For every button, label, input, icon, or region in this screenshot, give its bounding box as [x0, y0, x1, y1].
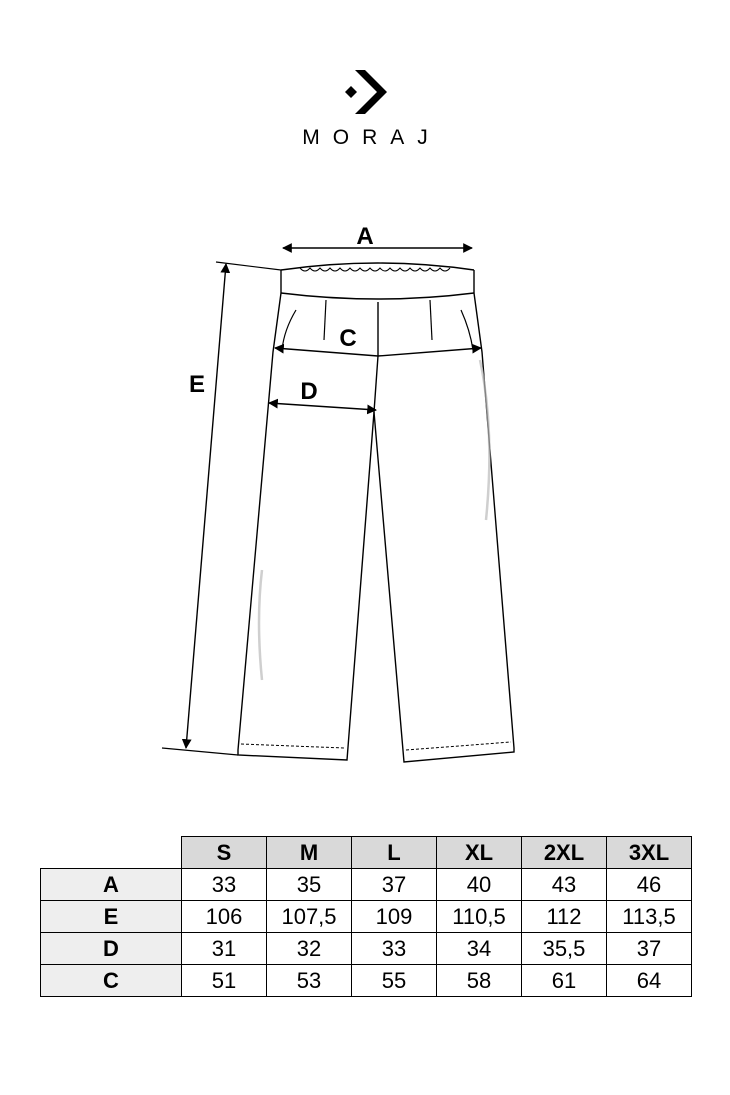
table-cell: 46 [606, 868, 692, 901]
table-cell: 33 [181, 868, 267, 901]
fabric-shading [257, 359, 491, 681]
table-cell: 64 [606, 964, 692, 997]
table-cell: 113,5 [606, 900, 692, 933]
row-label: D [40, 932, 182, 965]
table-cell: 51 [181, 964, 267, 997]
size-col-m: M [266, 836, 352, 869]
row-label: C [40, 964, 182, 997]
size-col-3xl: 3XL [606, 836, 692, 869]
table-cell: 35,5 [521, 932, 607, 965]
measure-a-label: A [356, 223, 373, 250]
row-label: E [40, 900, 182, 933]
table-cell: 37 [606, 932, 692, 965]
table-cell: 107,5 [266, 900, 352, 933]
brand-logo: MORAJ [0, 70, 730, 150]
table-cell: 43 [521, 868, 607, 901]
table-row: C 51 53 55 58 61 64 [40, 964, 692, 997]
trouser-outline [237, 292, 515, 763]
waistband [280, 262, 475, 300]
measure-e-arrow [161, 261, 282, 756]
table-cell: 112 [521, 900, 607, 933]
moraj-logo-icon [345, 70, 387, 114]
measure-c-label: C [339, 325, 356, 352]
row-label: A [40, 868, 182, 901]
measure-d-arrow [268, 398, 377, 415]
trousers-diagram: A C D E [161, 223, 515, 763]
measure-e-label: E [189, 371, 205, 398]
size-col-l: L [351, 836, 437, 869]
table-cell: 33 [351, 932, 437, 965]
table-row: E 106 107,5 109 110,5 112 113,5 [40, 900, 692, 933]
table-cell: 37 [351, 868, 437, 901]
size-col-2xl: 2XL [521, 836, 607, 869]
table-cell: 106 [181, 900, 267, 933]
table-row: A 33 35 37 40 43 46 [40, 868, 692, 901]
measure-c-arrow [274, 343, 482, 357]
table-cell: 40 [436, 868, 522, 901]
table-cell: 53 [266, 964, 352, 997]
size-col-xl: XL [436, 836, 522, 869]
table-cell: 109 [351, 900, 437, 933]
brand-name: MORAJ [302, 126, 441, 149]
measure-d-label: D [300, 378, 317, 405]
table-cell: 34 [436, 932, 522, 965]
table-corner [41, 837, 182, 869]
table-row: D 31 32 33 34 35,5 37 [40, 932, 692, 965]
table-cell: 31 [181, 932, 267, 965]
table-cell: 110,5 [436, 900, 522, 933]
table-cell: 61 [521, 964, 607, 997]
table-cell: 32 [266, 932, 352, 965]
table-cell: 55 [351, 964, 437, 997]
table-cell: 58 [436, 964, 522, 997]
table-cell: 35 [266, 868, 352, 901]
size-header-row: S M L XL 2XL 3XL [41, 836, 692, 869]
size-col-s: S [181, 836, 267, 869]
size-table: S M L XL 2XL 3XL A 33 35 37 40 43 46 E 1… [40, 836, 692, 997]
